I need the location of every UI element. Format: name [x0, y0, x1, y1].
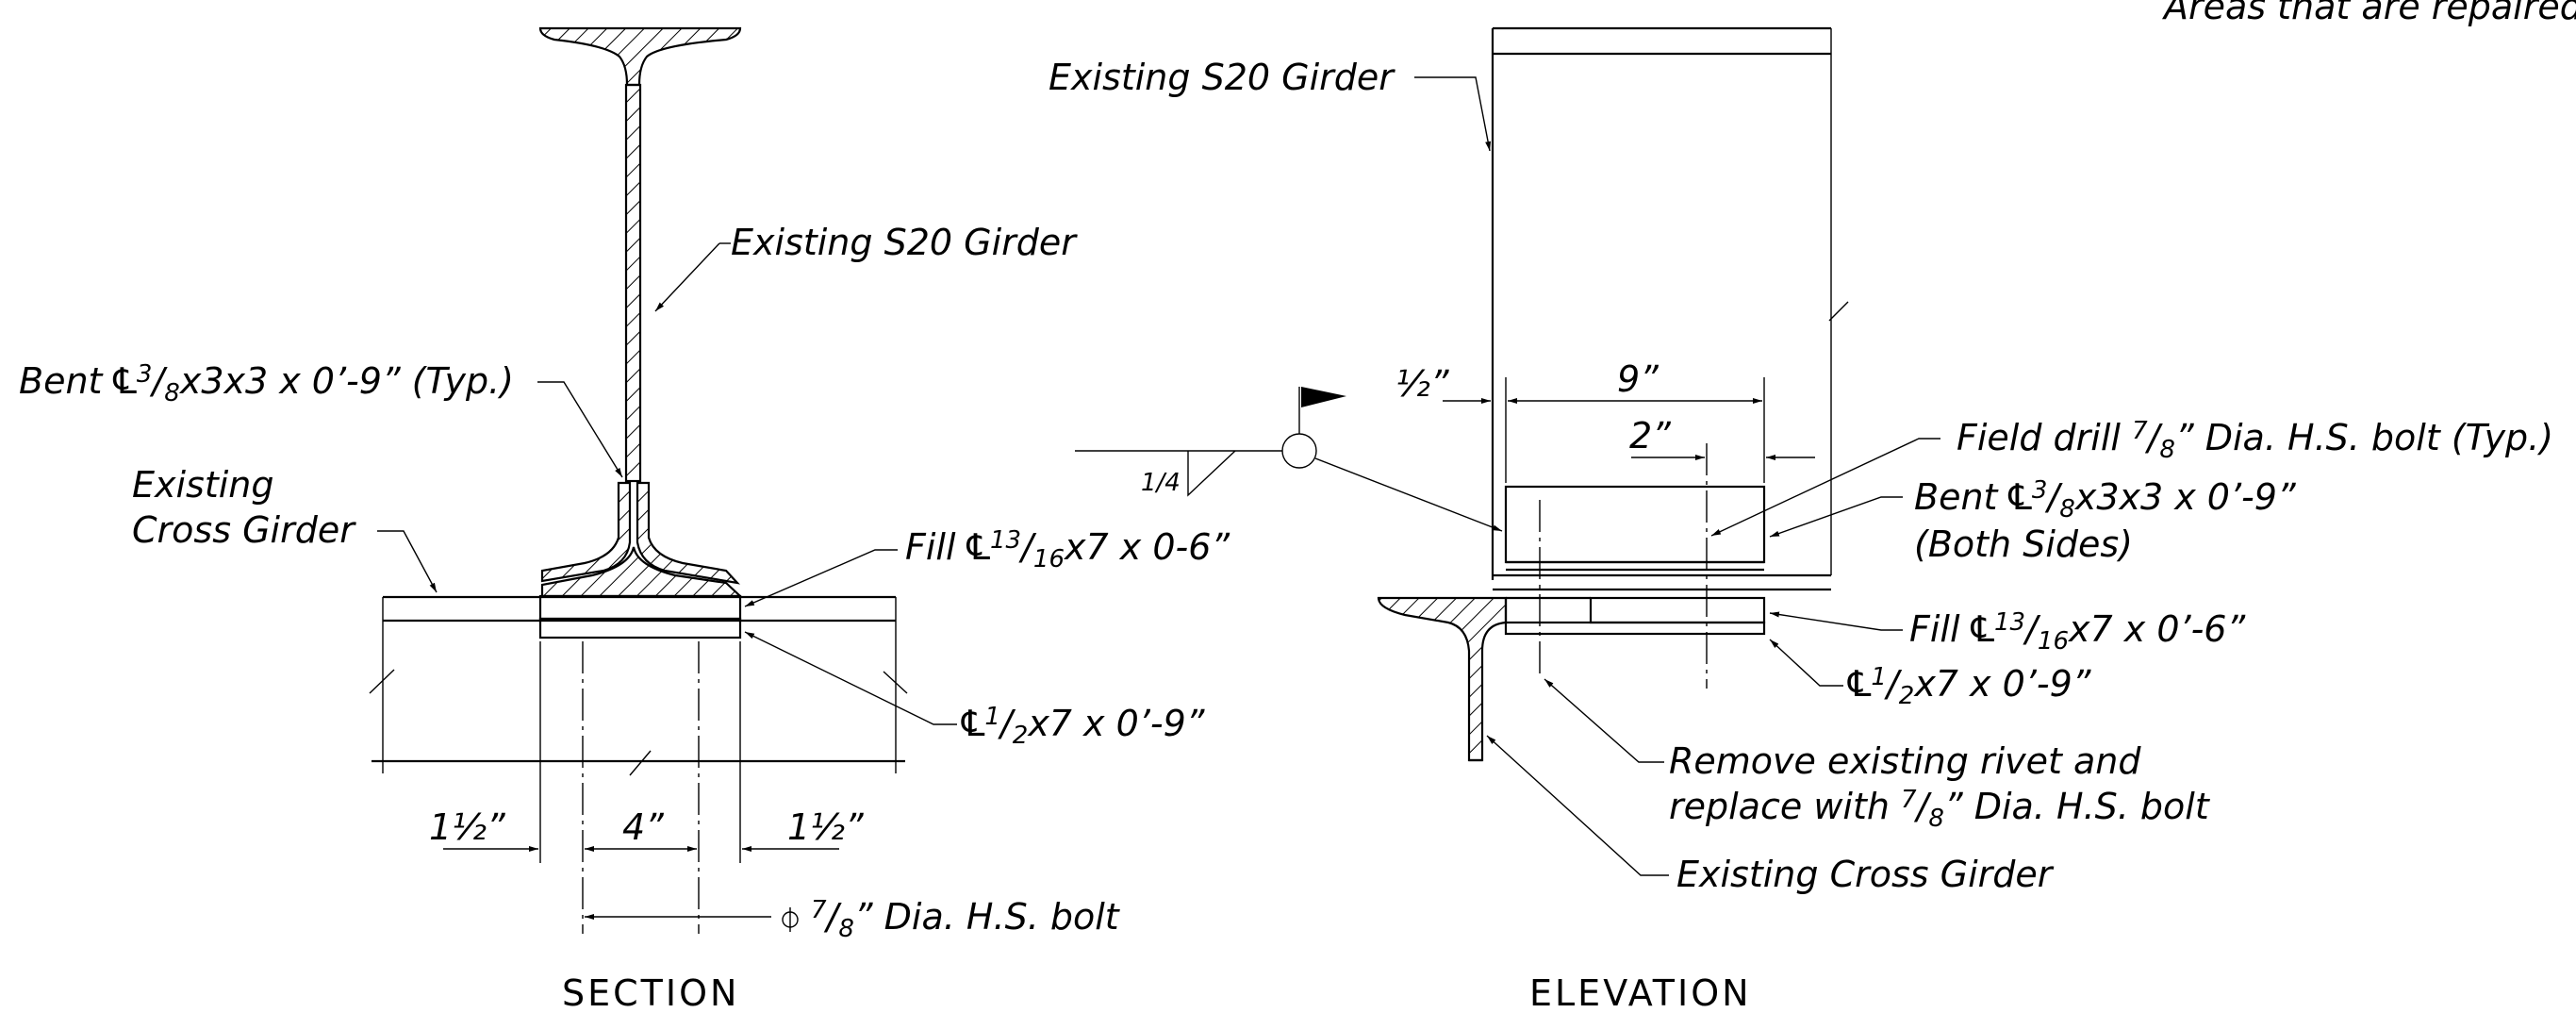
- note-areas-repaired: Areas that are repaired: [2161, 0, 2576, 27]
- fill-plate-elevation: [1589, 596, 1766, 624]
- elev-field-drill-b: ” Dia. H.S. bolt (Typ.): [2175, 417, 2553, 458]
- svg-text:7/8” Dia. H.S. bolt: 7/8” Dia. H.S. bolt: [811, 896, 1121, 943]
- elev-cross-girder-label: Existing Cross Girder: [1676, 854, 2055, 895]
- fill-plate-section: [538, 594, 742, 621]
- elev-fill-label-a: Fill: [1909, 608, 1972, 650]
- svg-text:Field drill 7/8” Dia. H.S. bol: Field drill 7/8” Dia. H.S. bolt (Typ.): [1957, 417, 2553, 464]
- field-weld-circle: [1281, 433, 1317, 469]
- elev-fill-label-b: x7 x 0’-6”: [2068, 608, 2245, 650]
- dim-half: ½”: [1395, 363, 1449, 405]
- elevation-title: ELEVATION: [1529, 972, 1752, 1013]
- section-plate-label: x7 x 0’-9”: [1027, 703, 1204, 744]
- elev-field-drill-a: Field drill: [1957, 417, 2132, 458]
- fill-hatch: [540, 546, 743, 598]
- svg-text:Bent ℄3/8x3x3 x 0’-9”: Bent ℄3/8x3x3 x 0’-9”: [1914, 476, 2296, 523]
- svg-text:Bent ℄3/8x3x3 x 0’-9” (Typ.): Bent ℄3/8x3x3 x 0’-9” (Typ.): [19, 360, 514, 407]
- centerline-icon: [782, 907, 799, 932]
- field-weld-flag-icon: [1298, 387, 1346, 434]
- dim-nine: 9”: [1617, 358, 1659, 400]
- elev-remove-label-2a: replace with: [1669, 786, 1901, 827]
- section-cross-girder-label-2: Cross Girder: [132, 509, 356, 551]
- bent-plate-left: [540, 481, 632, 583]
- section-title: SECTION: [562, 972, 739, 1013]
- weld-size: 1/4: [1141, 469, 1181, 497]
- girder-top-flange: [538, 26, 742, 87]
- section-fill-label-b: x7 x 0-6”: [1064, 526, 1230, 568]
- bent-plate-elevation: [1504, 485, 1766, 564]
- svg-text:Fill ℄13/16x7 x 0-6”: Fill ℄13/16x7 x 0-6”: [905, 526, 1230, 573]
- plate-symbol-icon: ℄: [113, 360, 138, 402]
- elev-both-sides-label: (Both Sides): [1914, 523, 2133, 565]
- girder-web: [624, 83, 642, 483]
- svg-text:℄1/2x7 x 0’-9”: ℄1/2x7 x 0’-9”: [1847, 663, 2091, 710]
- bottom-plate-section: [538, 617, 742, 639]
- section-existing-girder-label: Existing S20 Girder: [731, 222, 1078, 263]
- bent-plate-right: [636, 481, 740, 585]
- elev-bent-label-a: Bent: [1914, 476, 2009, 518]
- cross-girder-elevation: [1377, 596, 1508, 762]
- svg-text:℄1/2x7 x 0’-9”: ℄1/2x7 x 0’-9”: [961, 703, 1205, 750]
- elev-remove-label-1: Remove existing rivet and: [1669, 740, 2141, 782]
- dim-left: 1½”: [429, 806, 505, 848]
- plate-elevation: [1504, 621, 1766, 636]
- elev-existing-girder-label: Existing S20 Girder: [1049, 57, 1395, 98]
- section-view: 1½” 4” 1½” 7/8” Dia. H.S. bolt Existing …: [19, 26, 1849, 1013]
- svg-text:replace with 7/8” Dia. H.S. bo: replace with 7/8” Dia. H.S. bolt: [1669, 786, 2211, 833]
- section-fill-label-a: Fill: [905, 526, 967, 568]
- dim-right: 1½”: [787, 806, 864, 848]
- section-bent-label-b: x3x3 x 0’-9” (Typ.): [179, 360, 514, 402]
- elevation-view: 9” ½” 2” 1/4 Existing S20 Girder Field d…: [1049, 26, 2553, 1013]
- elev-remove-label-2b: ” Dia. H.S. bolt: [1944, 786, 2211, 827]
- section-bent-label-a: Bent: [19, 360, 114, 402]
- svg-text:Fill ℄13/16x7 x 0’-6”: Fill ℄13/16x7 x 0’-6”: [1909, 608, 2245, 656]
- elev-plate-label: x7 x 0’-9”: [1913, 663, 2090, 705]
- section-bolt-label: Dia. H.S. bolt: [884, 896, 1121, 938]
- dim-two: 2”: [1629, 415, 1671, 457]
- section-cross-girder-label-1: Existing: [132, 464, 274, 506]
- elev-bent-label-b: x3x3 x 0’-9”: [2074, 476, 2296, 518]
- dim-mid: 4”: [622, 806, 664, 848]
